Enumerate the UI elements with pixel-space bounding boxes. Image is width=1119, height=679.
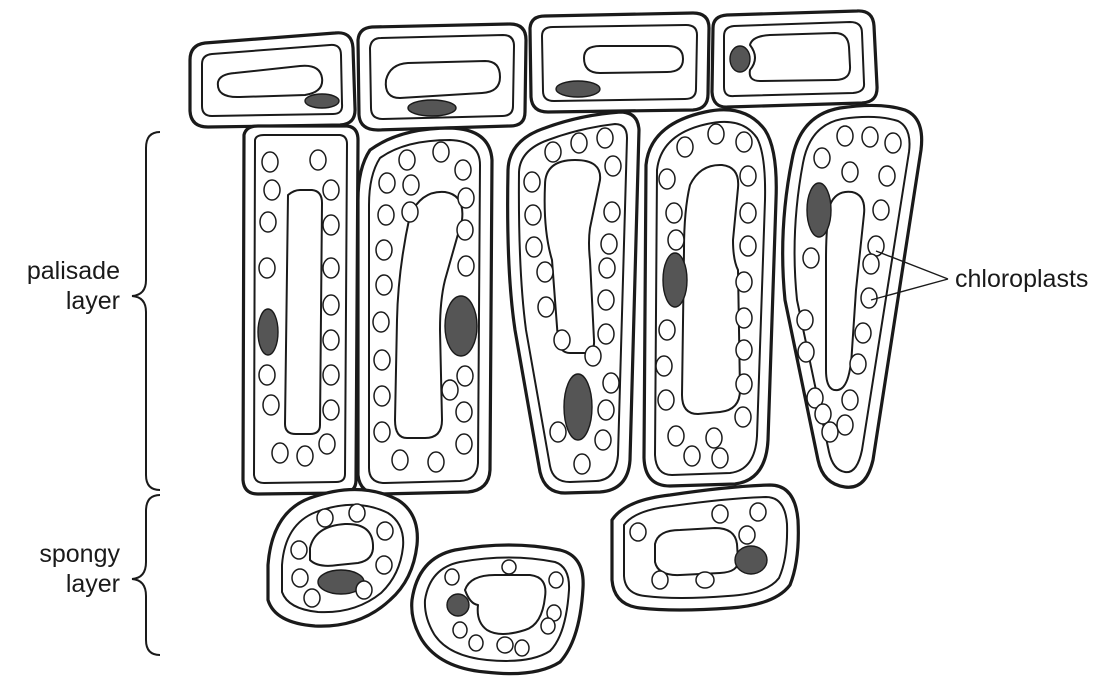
- spongy-cell-2: [412, 545, 583, 674]
- epidermis-cell-2: [358, 24, 526, 130]
- palisade-layer-label: palisade layer: [10, 256, 120, 316]
- epidermis-cell-1: [190, 33, 355, 127]
- nucleus: [807, 183, 831, 237]
- spongy-label-line2: layer: [10, 569, 120, 599]
- palisade-cell-4: [644, 110, 776, 486]
- nucleus: [556, 81, 600, 97]
- spongy-cell-3: [612, 485, 798, 610]
- nucleus: [735, 546, 767, 574]
- palisade-label-line2: layer: [10, 286, 120, 316]
- palisade-cell-1: [243, 126, 358, 494]
- palisade-cell-2: [358, 128, 492, 494]
- nucleus: [447, 594, 469, 616]
- spongy-layer-label: spongy layer: [10, 539, 120, 599]
- palisade-label-line1: palisade: [10, 256, 120, 286]
- chloroplasts-label: chloroplasts: [955, 264, 1088, 294]
- nucleus: [564, 374, 592, 440]
- spongy-layer-brace: [132, 495, 160, 655]
- nucleus: [408, 100, 456, 116]
- palisade-layer-brace: [132, 132, 160, 490]
- nucleus: [258, 309, 278, 355]
- nucleus: [305, 94, 339, 108]
- nucleus: [730, 46, 750, 72]
- nucleus: [663, 253, 687, 307]
- spongy-label-line1: spongy: [10, 539, 120, 569]
- epidermis-cell-4: [712, 11, 877, 107]
- palisade-cell-5: [783, 105, 922, 487]
- nucleus: [445, 296, 477, 356]
- palisade-cell-3: [508, 112, 639, 493]
- spongy-cell-1: [268, 489, 417, 626]
- epidermis-cell-3: [530, 13, 709, 112]
